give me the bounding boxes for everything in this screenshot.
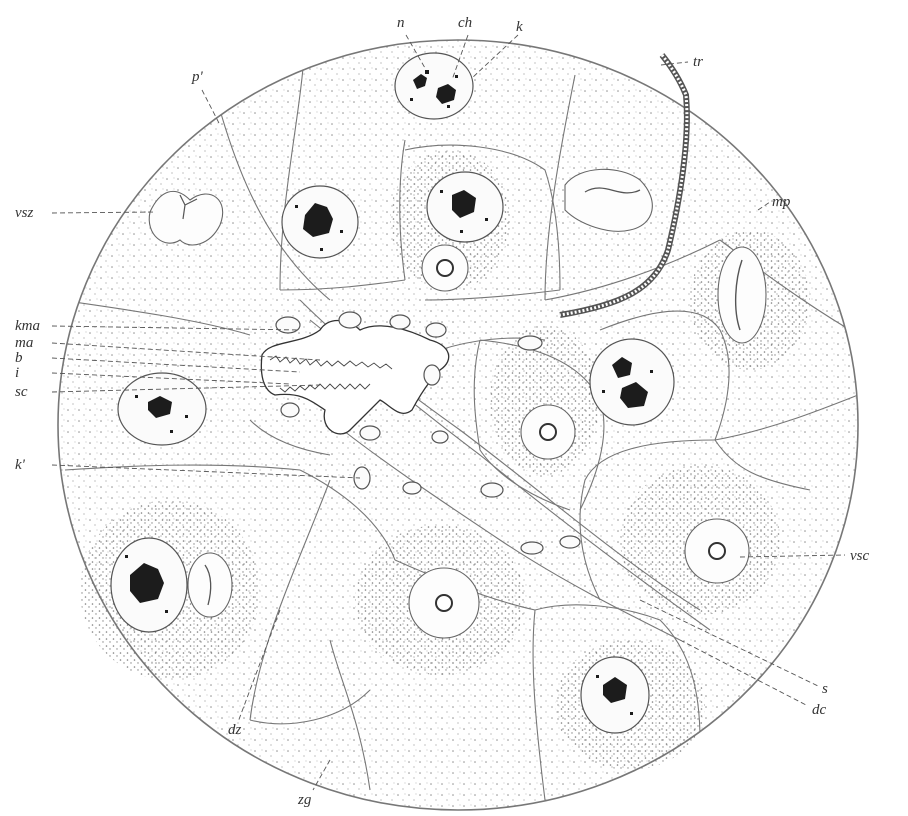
label-kma: kma — [15, 318, 40, 334]
label-mp: mp — [772, 194, 791, 210]
label-dc: dc — [812, 702, 827, 718]
label-ma: ma — [15, 335, 33, 351]
label-ch: ch — [458, 15, 472, 31]
nuclei — [110, 52, 675, 734]
label-b: b — [15, 350, 23, 366]
secretion-canal — [260, 311, 581, 555]
label-p-prime: p' — [191, 69, 204, 85]
leader-lines — [51, 34, 846, 791]
label-k-prime: k' — [15, 457, 26, 473]
label-sc: sc — [15, 384, 28, 400]
section-outline — [57, 39, 859, 811]
label-s: s — [822, 681, 828, 697]
label-k: k — [516, 19, 523, 35]
label-vsz: vsz — [15, 205, 33, 221]
vacuoles — [148, 168, 767, 639]
label-n: n — [397, 15, 405, 31]
label-vsc: vsc — [850, 548, 869, 564]
label-tr: tr — [693, 54, 703, 70]
label-dz: dz — [228, 722, 242, 738]
label-i: i — [15, 365, 19, 381]
tracheole — [559, 53, 690, 318]
label-zg: zg — [297, 792, 312, 808]
figure-labels: n ch k p' tr mp vsz kma ma b i sc k' vsc… — [15, 15, 869, 808]
